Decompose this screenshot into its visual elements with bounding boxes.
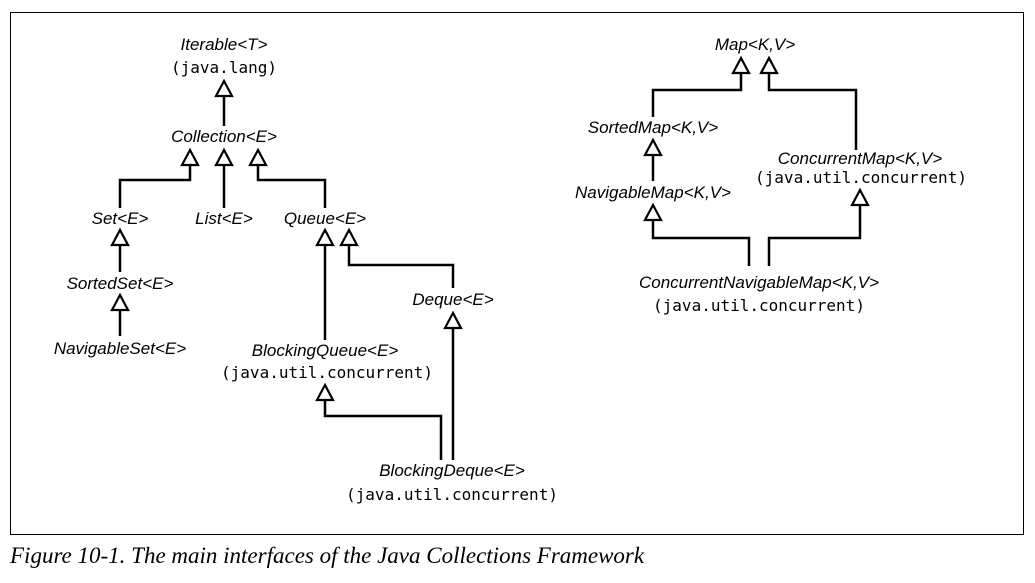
arrowhead-navigablemap [643,202,663,222]
node-set-name: Set<E> [92,209,149,228]
node-sortedmap-name: SortedMap<K,V> [588,118,718,137]
node-concurrentmap-package: (java.util.concurrent) [755,168,967,187]
arrowhead-sortedset [110,292,130,312]
arrowhead-collection-from-queue [248,147,268,167]
node-sortedset-name: SortedSet<E> [67,274,174,293]
node-deque-name: Deque<E> [412,290,493,309]
node-blockingdeque-package: (java.util.concurrent) [346,485,558,504]
diagram-frame [10,12,1024,535]
node-blockingqueue: BlockingQueue<E> (java.util.concurrent) [221,341,433,382]
arrowhead-set [110,227,130,247]
edges-collection [118,96,455,460]
arrowhead-deque [443,310,463,330]
edge-set-collection [118,165,192,208]
node-concurrentmap: ConcurrentMap<K,V> (java.util.concurrent… [755,149,967,187]
node-iterable: Iterable<T> (java.lang) [171,35,277,77]
arrowhead-collection-from-set [180,147,200,167]
node-blockingdeque-name: BlockingDeque<E> [379,461,525,480]
node-collection-name: Collection<E> [171,127,277,146]
arrowhead-sortedmap [643,137,663,157]
arrowheads [110,55,870,402]
node-concurrentnavigablemap: ConcurrentNavigableMap<K,V> (java.util.c… [639,273,879,315]
node-blockingdeque: BlockingDeque<E> (java.util.concurrent) [346,461,558,504]
edge-sortedmap-map [651,73,743,117]
node-list-name: List<E> [195,209,253,228]
arrowhead-blockingqueue [315,382,335,402]
edges-map [651,73,862,266]
node-queue-name: Queue<E> [284,209,366,228]
node-iterable-package: (java.lang) [171,58,277,77]
node-blockingqueue-package: (java.util.concurrent) [221,363,433,382]
node-navigablemap-name: NavigableMap<K,V> [575,183,731,202]
edge-deque-queue [347,245,455,288]
edge-concurrentmap-map [767,73,858,150]
edge-blockingdeque-blockingqueue [323,400,443,460]
figure-caption: Figure 10-1. The main interfaces of the … [10,543,645,568]
arrowhead-queue-from-deque [339,227,359,247]
node-concurrentnavigablemap-package: (java.util.concurrent) [653,296,865,315]
edge-queue-collection [256,165,327,208]
node-iterable-name: Iterable<T> [181,35,268,54]
node-map-name: Map<K,V> [715,35,795,54]
arrowhead-collection-from-list [214,147,234,167]
node-concurrentmap-name: ConcurrentMap<K,V> [778,149,942,168]
node-navigableset-name: NavigableSet<E> [54,339,186,358]
arrowhead-map-from-sortedmap [731,55,751,75]
arrowhead-queue-from-blockingqueue [315,227,335,247]
node-blockingqueue-name: BlockingQueue<E> [252,341,399,360]
arrowhead-iterable [214,78,234,98]
arrowhead-map-from-concurrentmap [759,55,779,75]
arrowhead-concurrentmap [850,187,870,207]
edge-cnm-concurrentmap [767,205,862,266]
edge-cnm-navigablemap [651,220,751,266]
node-concurrentnavigablemap-name: ConcurrentNavigableMap<K,V> [639,273,879,292]
